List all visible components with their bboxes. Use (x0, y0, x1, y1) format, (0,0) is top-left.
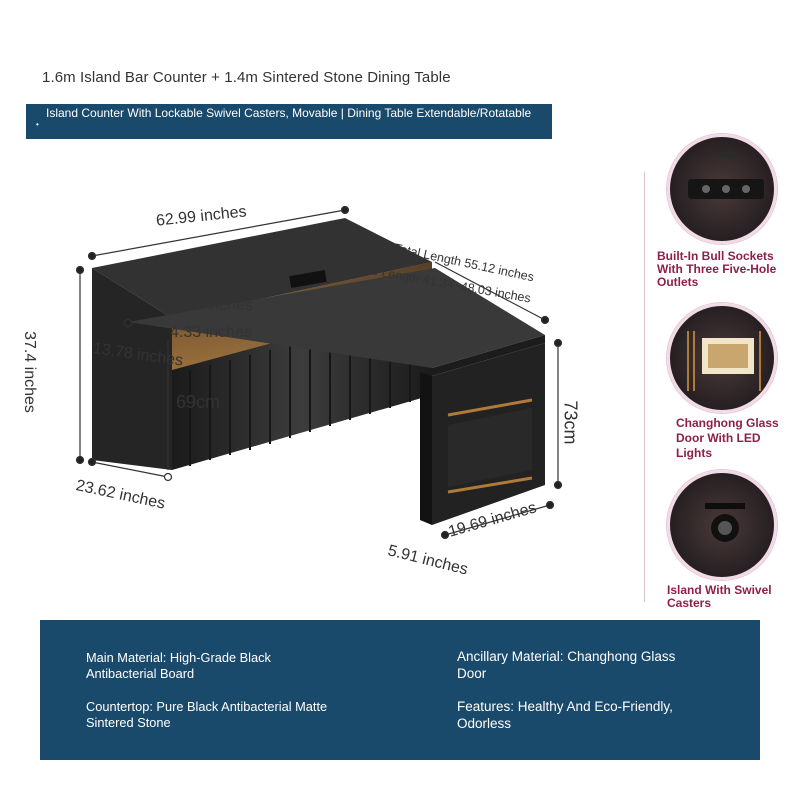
bullet-icon: • (36, 120, 39, 129)
socket-strip (289, 269, 327, 289)
feature-label-caster: Island With Swivel Casters (667, 583, 772, 610)
table-shelf-side (420, 372, 432, 525)
spec-countertop: Countertop: Pure Black Antibacterial Mat… (86, 699, 328, 730)
specs-panel: Main Material: High-Grade Black Antibact… (40, 620, 760, 760)
spec-ancillary-material: Ancillary Material: Changhong Glass Door (457, 649, 676, 681)
spec-main-material: Main Material: High-Grade Black Antibact… (86, 650, 271, 681)
dim-69cm: 69cm (176, 392, 221, 412)
dim-height-374: 37.4 inches (20, 331, 38, 413)
dim-591-top: 5.91 inches (171, 297, 253, 314)
table-top-edge (432, 335, 545, 376)
table-top (128, 268, 545, 368)
shelf-line-1 (447, 398, 533, 417)
product-illustration: 62.99 inches Table Total Length 55.12 in… (0, 150, 640, 600)
subtitle-banner: • Island Counter With Lockable Swivel Ca… (26, 104, 552, 139)
led-glass-door-icon (667, 303, 777, 413)
dim-433: 4.33 inches (170, 324, 252, 341)
divider-line (644, 172, 645, 602)
dim-73cm: 73cm (560, 400, 581, 445)
spec-features: Features: Healthy And Eco-Friendly, Odor… (457, 699, 673, 731)
shelf-line-2 (447, 476, 533, 494)
furniture-drawing (75, 205, 563, 540)
socket-outlet-icon (667, 134, 777, 244)
page-title: 1.6m Island Bar Counter + 1.4m Sintered … (42, 69, 451, 86)
counter-top (92, 218, 432, 318)
banner-text: Island Counter With Lockable Swivel Cast… (46, 106, 532, 120)
feature-label-glass-door: Changhong Glass Door With LED Lights (676, 416, 779, 460)
swivel-caster-icon (667, 470, 777, 580)
dimension-lines (75, 205, 563, 540)
shelf-panel (448, 408, 532, 487)
feature-label-socket: Built-In Bull Sockets With Three Five-Ho… (657, 249, 777, 289)
